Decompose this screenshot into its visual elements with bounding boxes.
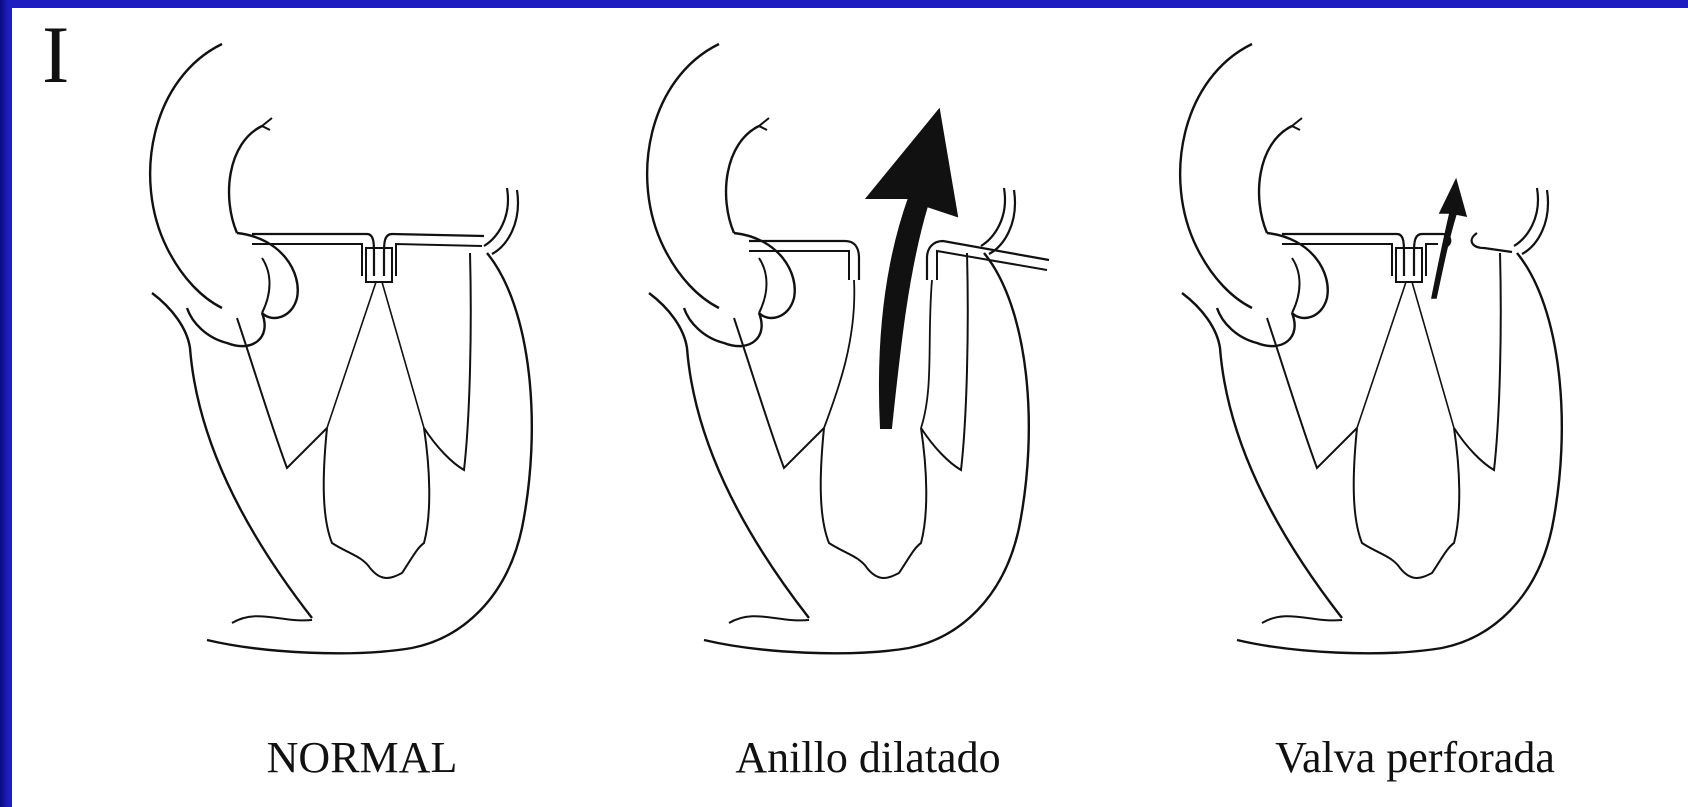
regurgitation-arrow-large — [867, 110, 957, 428]
caption-perforated-valve: Valva perforada — [1205, 736, 1625, 780]
diagram-dilated-ring — [647, 44, 1049, 653]
heart-valve-diagrams — [12, 8, 1688, 807]
diagram-perforated-valve — [1180, 44, 1562, 653]
caption-normal: NORMAL — [152, 736, 572, 780]
caption-dilated-ring: Anillo dilatado — [658, 736, 1078, 780]
regurgitation-arrow-small — [1432, 180, 1466, 298]
figure-panel: I — [12, 8, 1688, 807]
diagram-normal — [150, 44, 532, 653]
